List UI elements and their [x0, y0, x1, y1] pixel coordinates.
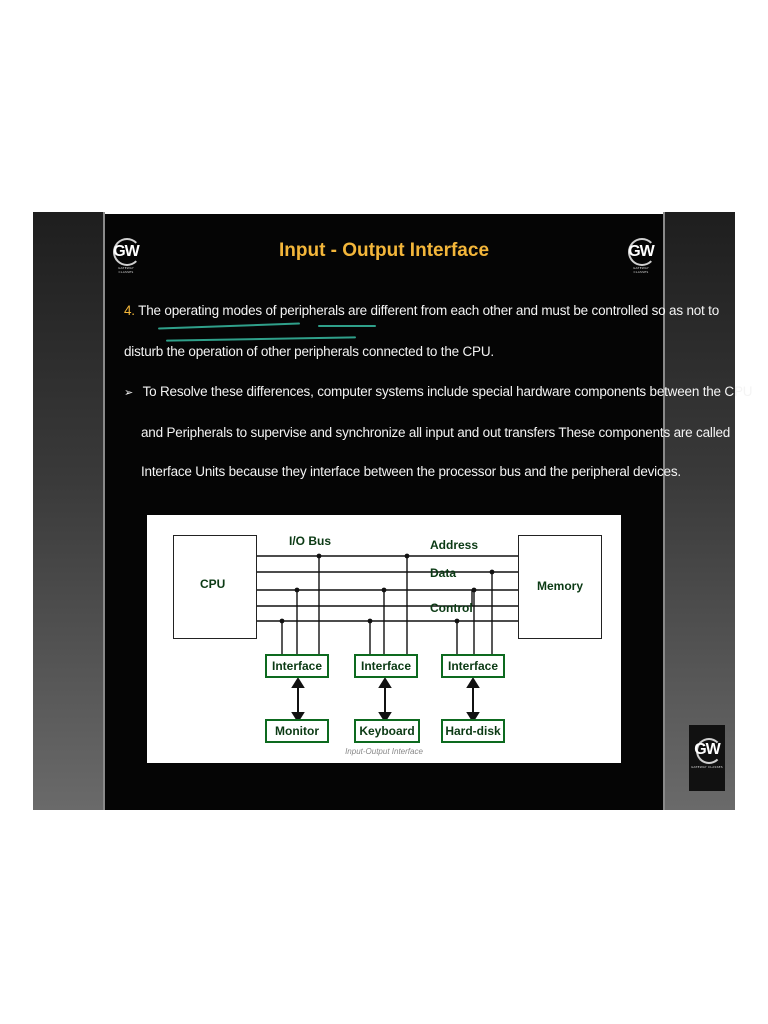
logo-mark: GW: [628, 243, 655, 260]
hard-disk-box: Hard-disk: [441, 719, 505, 743]
point-line-1: 4. The operating modes of peripherals ar…: [124, 303, 719, 318]
logo-mark: GW: [113, 243, 140, 260]
data-label: Data: [430, 566, 457, 580]
logo-tagline: GATEWAY CLASSES: [118, 266, 134, 274]
underline-different: [318, 325, 376, 327]
control-label: Control: [430, 601, 473, 615]
gw-logo-left: GW GATEWAY CLASSES: [111, 238, 141, 280]
point-line-2: disturb the operation of other periphera…: [124, 344, 494, 359]
diagram-caption: Input-Output Interface: [345, 747, 423, 756]
interface-box-hard-disk: Interface: [441, 654, 505, 678]
point-text: The operating modes of peripherals are d…: [138, 303, 720, 318]
interface-box-keyboard: Interface: [354, 654, 418, 678]
bullet-line-3: Interface Units because they interface b…: [141, 464, 681, 479]
point-number: 4.: [124, 303, 135, 318]
monitor-box: Monitor: [265, 719, 329, 743]
logo-tagline: GATEWAY CLASSES: [691, 765, 723, 769]
logo-tagline: GATEWAY CLASSES: [633, 266, 649, 274]
interface-box-monitor: Interface: [265, 654, 329, 678]
cpu-box: [173, 535, 257, 639]
io-bus-label: I/O Bus: [289, 534, 332, 548]
gw-logo-right: GW GATEWAY CLASSES: [626, 238, 656, 280]
right-side-panel: [665, 212, 735, 810]
right-divider: [663, 212, 665, 810]
arrow-bullet-icon: ➢: [124, 387, 134, 399]
bus-wiring: [257, 553, 519, 723]
io-interface-diagram: CPU Memory I/O Bus Address Data Control …: [147, 515, 621, 763]
bullet-line-1: ➢ To Resolve these differences, computer…: [124, 384, 753, 399]
slide-title: Input - Output Interface: [278, 240, 490, 261]
logo-mark: GW: [694, 741, 721, 758]
cpu-label: CPU: [200, 577, 226, 591]
left-side-panel: [33, 212, 103, 810]
keyboard-box: Keyboard: [354, 719, 420, 743]
gw-logo-corner: GW GATEWAY CLASSES: [689, 725, 725, 791]
bullet-line-2: and Peripherals to supervise and synchro…: [141, 425, 731, 440]
address-label: Address: [430, 538, 479, 552]
memory-label: Memory: [537, 579, 584, 593]
memory-box: [518, 535, 602, 639]
left-divider: [103, 212, 105, 810]
bullet-text-1: To Resolve these differences, computer s…: [142, 384, 753, 399]
